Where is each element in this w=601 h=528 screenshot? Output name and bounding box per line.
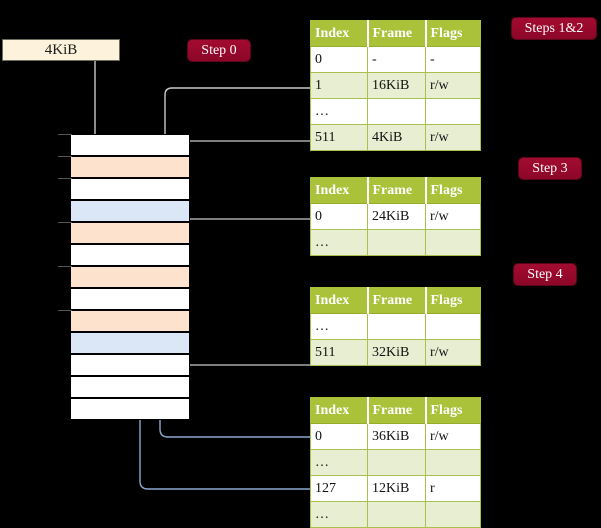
table-cell: 36KiB [367,423,426,450]
table-row: 0-- [310,46,481,73]
memory-row [70,222,190,244]
step-badge-step3: Step 3 [519,158,581,179]
table-cell [367,229,426,256]
table-cell: 12KiB [367,475,426,502]
table-cell: 32KiB [367,339,426,366]
table-cell: r/w [425,339,481,366]
table-cell [367,501,426,528]
source-frame-box: 4KiB [2,39,120,61]
table-cell: 4KiB [367,124,426,151]
table-cell [425,313,481,340]
table-row: … [310,501,481,528]
memory-tick [58,266,72,267]
step-badge-step4: Step 4 [514,264,576,285]
source-frame-label: 4KiB [44,41,78,58]
table-cell [425,98,481,125]
memory-row [70,266,190,288]
table-cell [367,98,426,125]
table-cell: 511 [310,124,368,151]
table-cell [425,449,481,476]
memory-row [70,200,190,222]
column-header-frame: Frame [367,20,427,47]
table-cell [425,501,481,528]
column-header-index: Index [310,397,369,424]
table-cell: 0 [310,423,368,450]
table-row: … [310,449,481,476]
table-cell: r [425,475,481,502]
table-row: … [310,313,481,340]
table-cell: r/w [425,203,481,230]
table-cell: 1 [310,72,368,99]
table-cell [367,313,426,340]
step-badge-steps12: Steps 1&2 [512,18,596,39]
table-cell: - [367,46,426,73]
table-cell: r/w [425,423,481,450]
column-header-flags: Flags [425,20,481,47]
table-cell: r/w [425,124,481,151]
column-header-frame: Frame [367,177,427,204]
column-header-index: Index [310,20,369,47]
column-header-flags: Flags [425,397,481,424]
table-cell: 0 [310,46,368,73]
table-cell: … [310,229,368,256]
memory-row [70,398,190,420]
column-header-frame: Frame [367,287,427,314]
memory-row [70,244,190,266]
memory-tick [58,156,72,157]
table-cell: 24KiB [367,203,426,230]
memory-row [70,178,190,200]
column-header-index: Index [310,287,369,314]
column-header-flags: Flags [425,287,481,314]
table-cell: 16KiB [367,72,426,99]
memory-row [70,288,190,310]
table-cell [367,449,426,476]
memory-row [70,156,190,178]
memory-tick [58,134,72,135]
table-row: … [310,98,481,125]
table-cell: - [425,46,481,73]
table-cell: … [310,449,368,476]
table-cell: r/w [425,72,481,99]
column-header-flags: Flags [425,177,481,204]
memory-row [70,354,190,376]
memory-row [70,376,190,398]
table-cell: 0 [310,203,368,230]
table-row: … [310,229,481,256]
table-cell: … [310,98,368,125]
column-header-index: Index [310,177,369,204]
table-cell: … [310,501,368,528]
memory-row [70,134,190,156]
table-cell [425,229,481,256]
step-badge-step0: Step 0 [188,40,250,61]
memory-row [70,332,190,354]
table-cell: 511 [310,339,368,366]
column-header-frame: Frame [367,397,427,424]
memory-tick [58,222,72,223]
memory-tick [58,310,72,311]
memory-row [70,310,190,332]
memory-tick [58,178,72,179]
table-cell: 127 [310,475,368,502]
table-cell: … [310,313,368,340]
